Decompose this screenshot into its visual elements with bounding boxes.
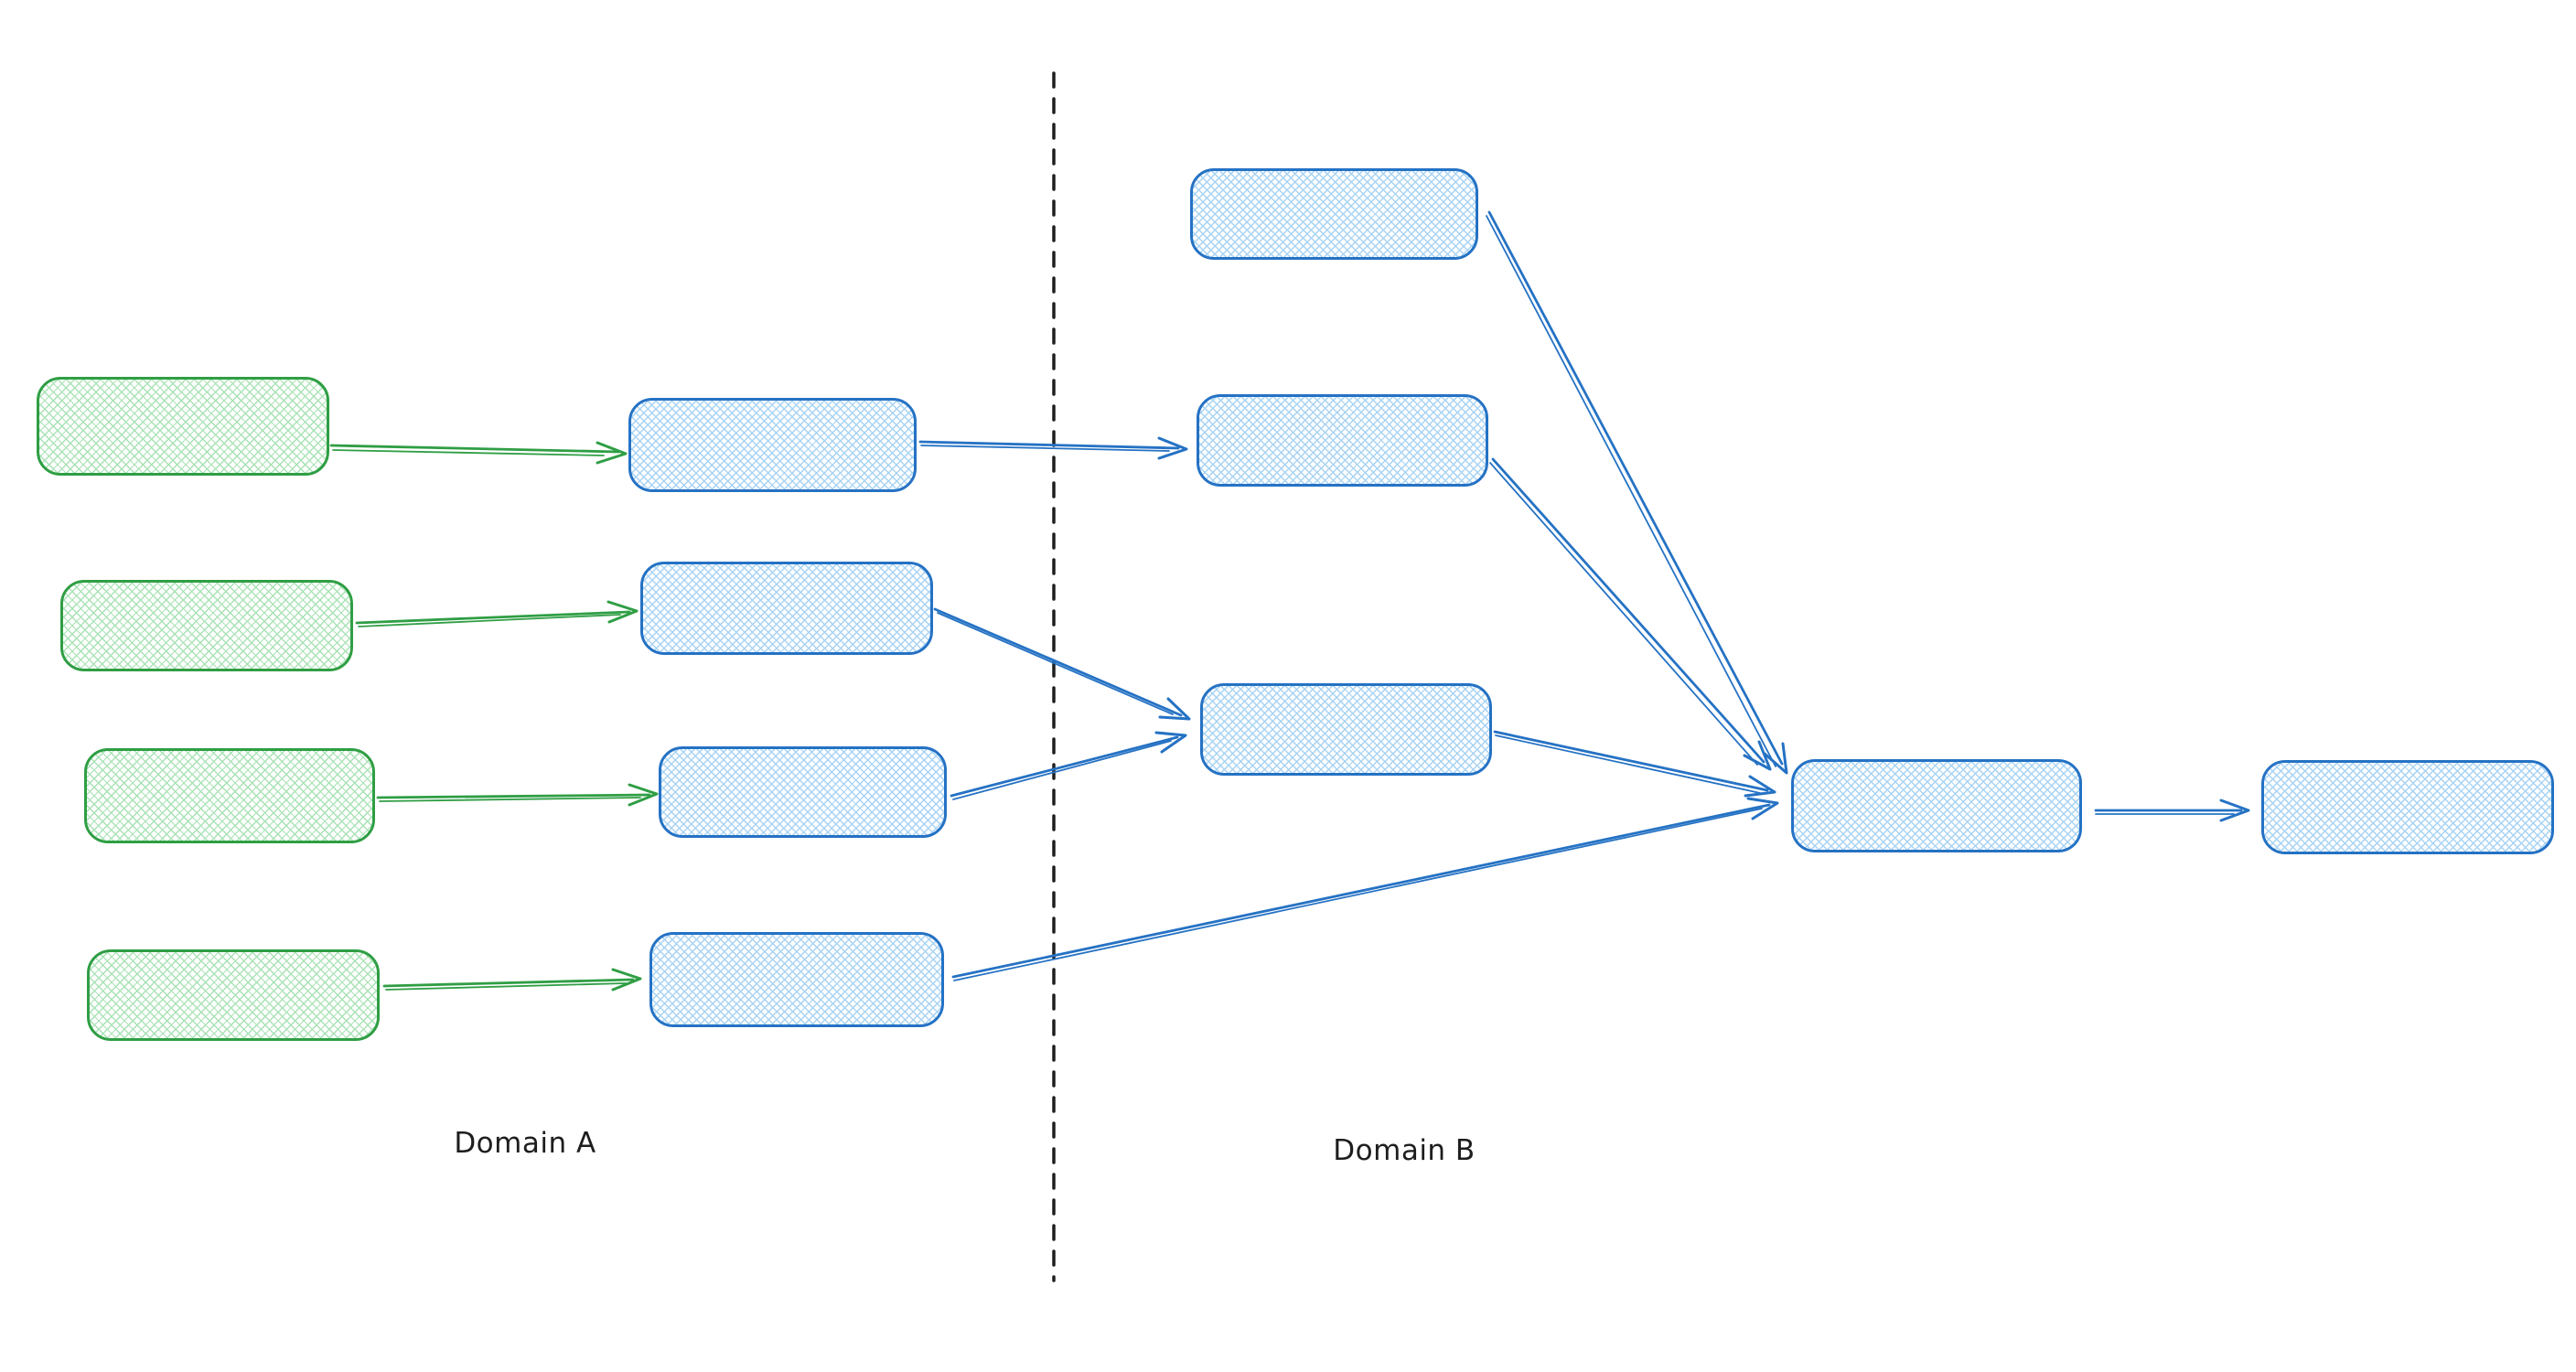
edge-arrowhead (1744, 775, 1776, 798)
edge-shaft (382, 978, 635, 988)
edge-shaft (1493, 730, 1769, 792)
node-green-box-3[interactable] (84, 748, 375, 843)
edge-green2-to-a2[interactable] (355, 600, 639, 627)
edge-b1-to-merge[interactable] (1486, 210, 1788, 775)
edge-a2-to-b3[interactable] (933, 607, 1191, 721)
edge-a3-to-b3[interactable] (950, 731, 1187, 800)
edge-arrowhead (611, 968, 642, 991)
node-blue-box-b2[interactable] (1197, 394, 1488, 487)
node-blue-box-a4[interactable] (649, 932, 944, 1027)
edge-arrowhead (596, 441, 628, 465)
edge-shaft (329, 444, 620, 454)
edge-arrowhead (1763, 742, 1788, 775)
edge-shaft (355, 610, 631, 625)
edge-green4-to-a4[interactable] (382, 968, 642, 991)
edge-shaft (937, 612, 1174, 715)
edge-b2-to-merge[interactable] (1489, 457, 1772, 771)
edge-shaft (953, 808, 1763, 981)
edge-arrowhead (606, 600, 639, 624)
domain-b-label[interactable]: Domain B (1333, 1134, 1476, 1167)
edge-arrowhead (628, 783, 659, 807)
edge-arrowhead (1746, 797, 1779, 820)
edge-shaft (1495, 734, 1761, 794)
edge-shaft (332, 449, 605, 456)
edge-shaft (1491, 457, 1766, 764)
node-green-box-2[interactable] (60, 580, 353, 671)
edge-a4-to-merge[interactable] (951, 797, 1779, 981)
edge-arrowhead (1743, 740, 1772, 771)
edge-merge-to-output[interactable] (2094, 799, 2250, 822)
node-blue-box-a1[interactable] (628, 398, 917, 492)
node-blue-box-merge[interactable] (1791, 759, 2082, 852)
edge-arrowhead (2219, 799, 2250, 822)
edge-shaft (952, 740, 1172, 800)
node-green-box-1[interactable] (37, 377, 329, 476)
edge-shaft (933, 607, 1183, 717)
edge-shaft (358, 614, 621, 627)
edge-a1-to-b2[interactable] (918, 436, 1188, 460)
edge-shaft (950, 735, 1179, 798)
edge-shaft (379, 797, 641, 802)
edge-shaft (1486, 215, 1776, 767)
node-blue-box-b3[interactable] (1200, 683, 1492, 776)
edge-shaft (385, 982, 627, 991)
edge-green3-to-a3[interactable] (376, 783, 659, 807)
node-blue-box-a3[interactable] (659, 746, 947, 838)
edge-b3-to-merge[interactable] (1493, 730, 1776, 798)
edge-shaft (951, 803, 1771, 979)
edge-arrowhead (1157, 436, 1188, 460)
node-blue-box-b1[interactable] (1190, 168, 1478, 260)
node-green-box-4[interactable] (87, 949, 380, 1041)
edge-shaft (1489, 462, 1758, 766)
edge-arrowhead (1158, 697, 1191, 721)
edge-shaft (1487, 210, 1784, 766)
edge-arrowhead (1154, 731, 1187, 754)
edge-shaft (918, 440, 1180, 450)
edge-green1-to-a1[interactable] (329, 441, 628, 465)
node-blue-box-a2[interactable] (640, 562, 933, 655)
edge-shaft (376, 793, 651, 799)
node-blue-box-output[interactable] (2261, 760, 2554, 854)
domain-a-label[interactable]: Domain A (454, 1127, 596, 1160)
edge-shaft (920, 445, 1170, 452)
